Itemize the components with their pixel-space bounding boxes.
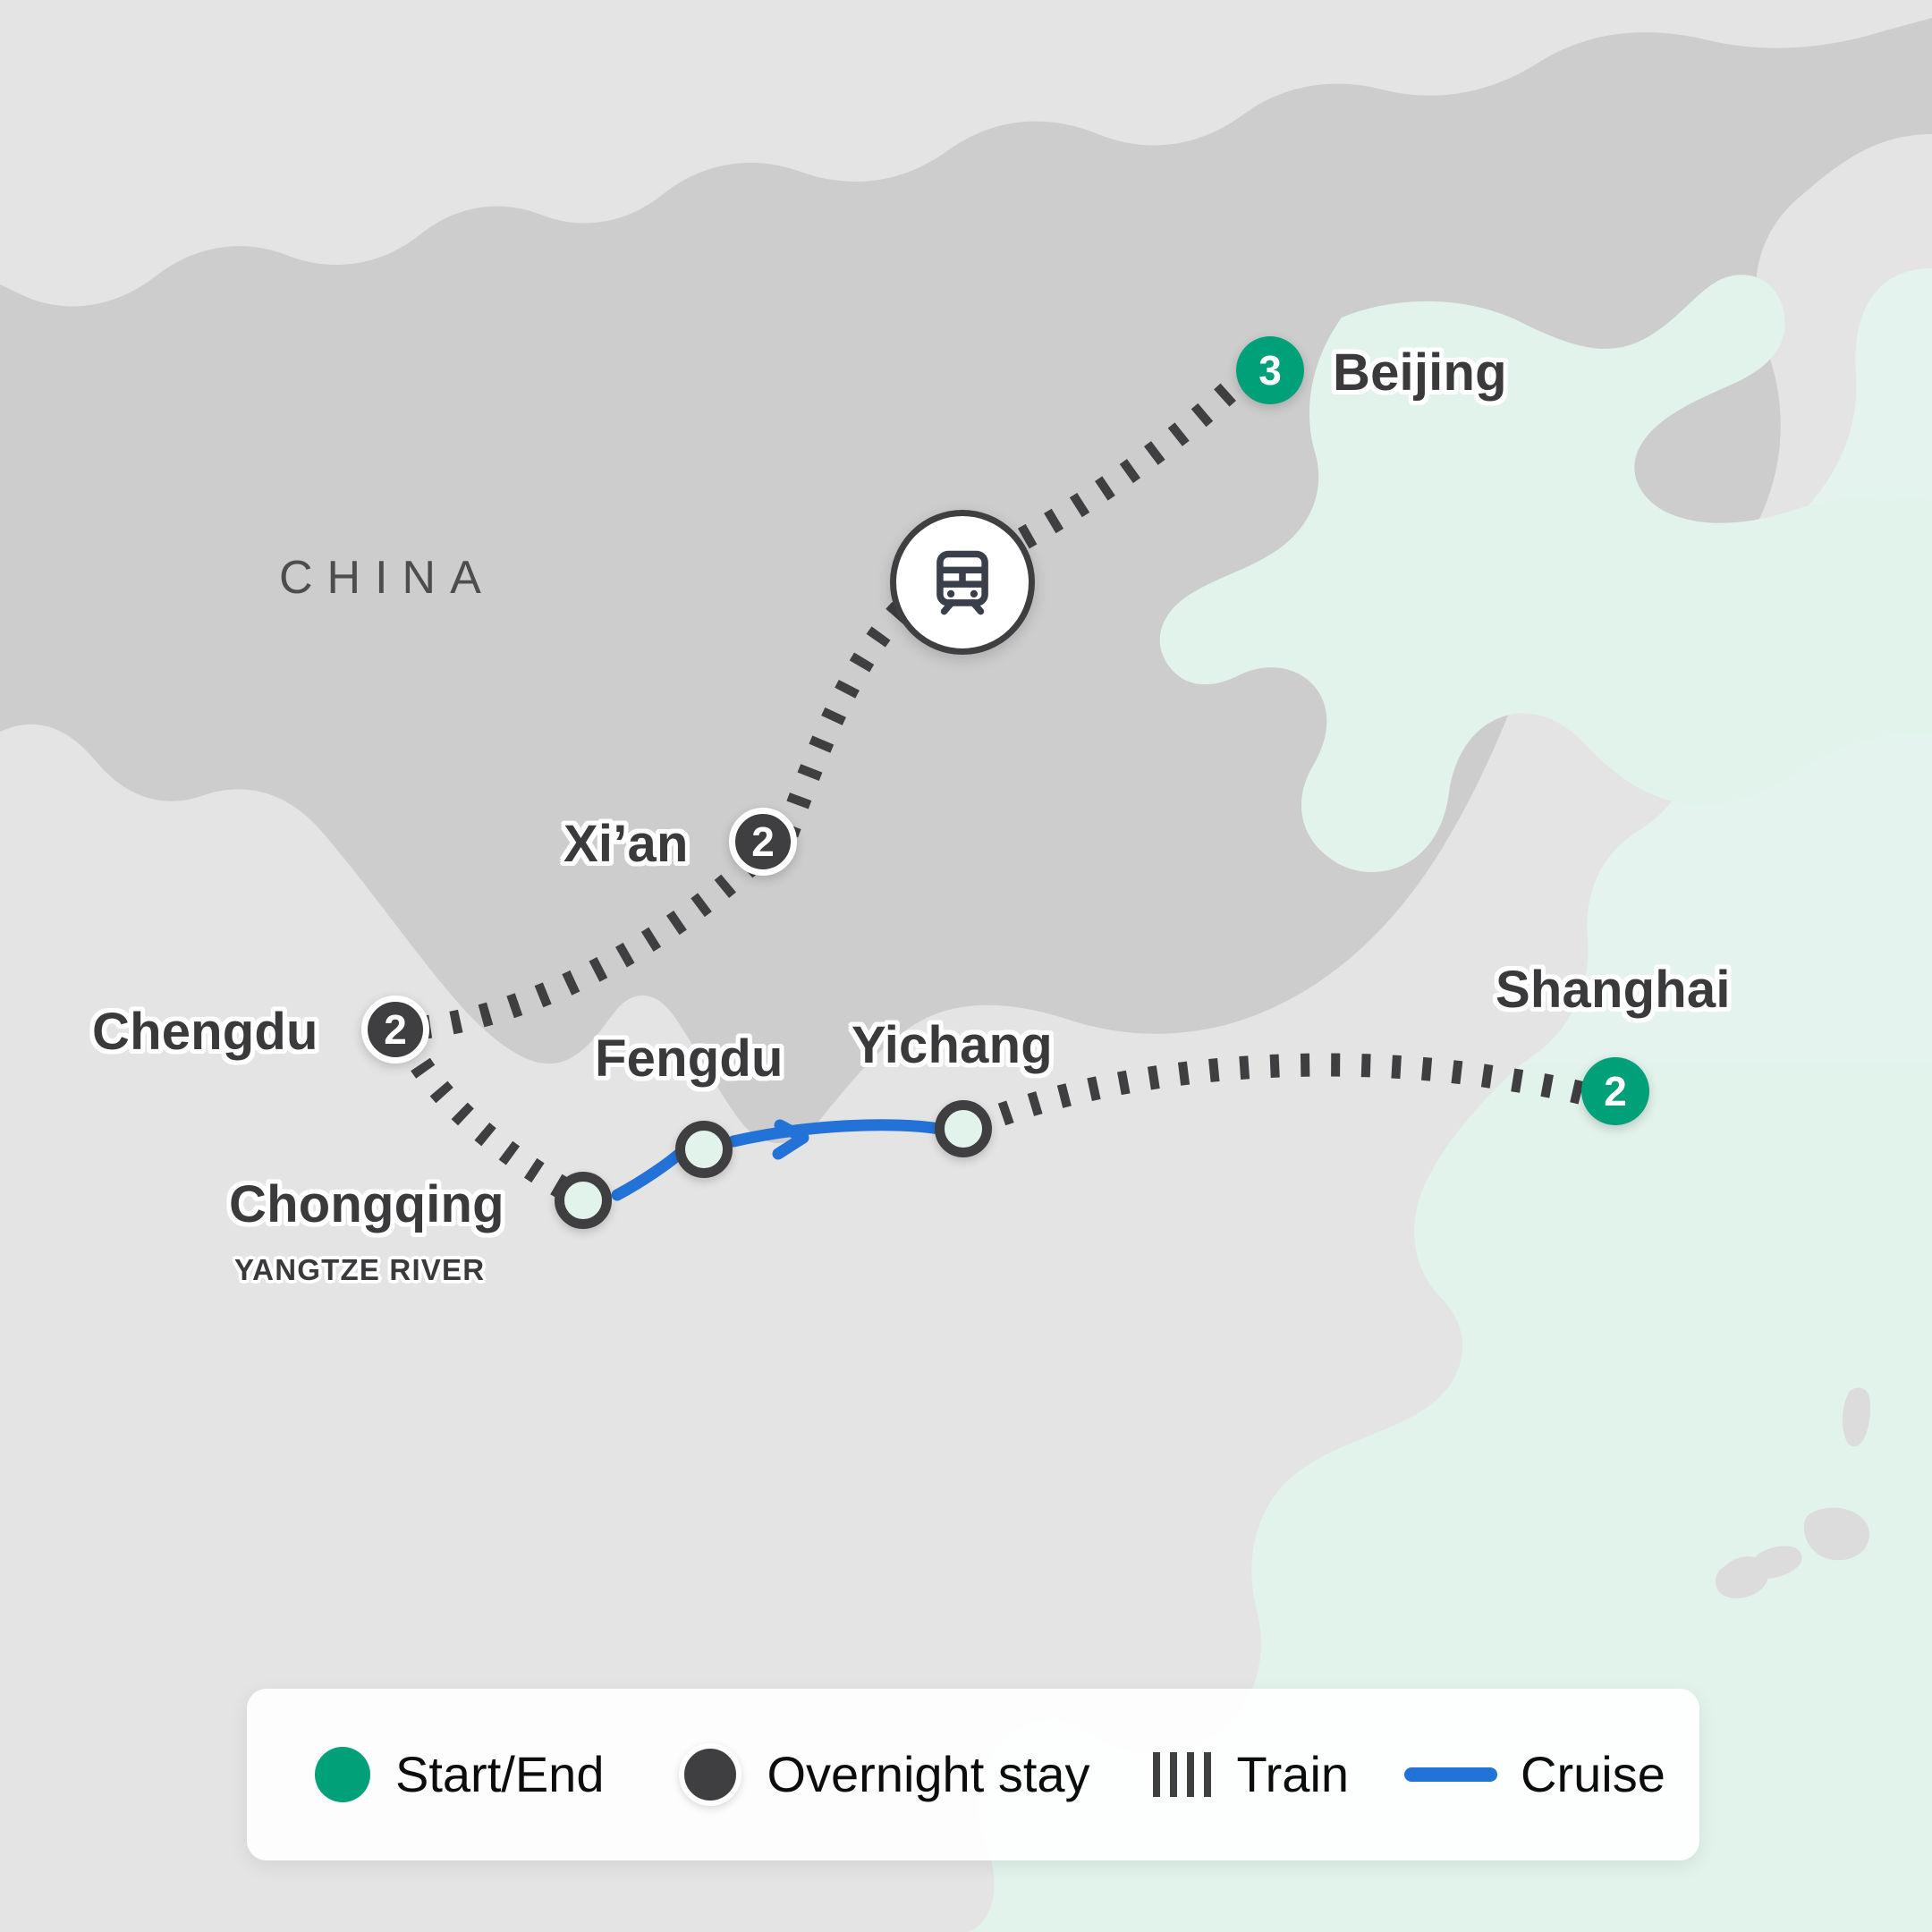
island-small-2 xyxy=(1753,1546,1802,1579)
legend-item-start-end[interactable]: Start/End xyxy=(315,1747,604,1802)
train-mode-badge[interactable] xyxy=(890,510,1035,655)
marker-chengdu-nights: 2 xyxy=(384,1006,407,1053)
legend-label-overnight-stay: Overnight stay xyxy=(767,1746,1090,1802)
city-label-yichang: Yichang xyxy=(852,1016,1053,1074)
marker-xian[interactable]: 2 xyxy=(729,808,797,876)
cruise-direction-arrow-icon xyxy=(772,1119,809,1160)
marker-beijing-nights: 3 xyxy=(1258,347,1282,394)
city-label-xian: Xi’an xyxy=(564,815,689,873)
legend-item-cruise[interactable]: Cruise xyxy=(1404,1750,1665,1800)
city-label-chongqing: Chongqing xyxy=(229,1175,504,1233)
city-label-beijing: Beijing xyxy=(1333,343,1507,402)
cruise-route-chongqing-fengdu xyxy=(611,1146,688,1201)
marker-xian-nights: 2 xyxy=(751,818,775,865)
city-label-chengdu: Chengdu xyxy=(92,1003,318,1061)
city-label-shanghai: Shanghai xyxy=(1496,961,1731,1019)
dashed-line-icon xyxy=(1152,1752,1216,1797)
marker-chengdu[interactable]: 2 xyxy=(361,996,429,1063)
train-route-xian-chengdu xyxy=(386,854,759,1042)
solid-line-icon xyxy=(1404,1767,1498,1782)
cruise-route-fengdu-yichang xyxy=(727,1119,956,1148)
marker-fengdu[interactable] xyxy=(675,1121,733,1178)
marker-shanghai[interactable]: 2 xyxy=(1581,1057,1649,1125)
train-route-chengdu-chongqing xyxy=(411,1057,572,1200)
train-route-yichang-shanghai xyxy=(997,1053,1585,1126)
marker-beijing[interactable]: 3 xyxy=(1236,336,1304,404)
train-route-beijing-xian xyxy=(771,362,1259,850)
country-label-china: CHINA xyxy=(279,552,496,604)
map-legend: Start/End Overnight stay Train Cruise xyxy=(247,1689,1699,1860)
green-circle-icon xyxy=(315,1747,370,1802)
marker-chongqing[interactable] xyxy=(555,1172,612,1229)
island-hainan xyxy=(1803,1507,1869,1561)
legend-label-train: Train xyxy=(1236,1746,1350,1802)
sea-bohai xyxy=(1159,275,1932,873)
city-label-fengdu: Fengdu xyxy=(595,1030,784,1088)
city-sublabel-yangtze-river: YANGTZE RIVER xyxy=(234,1253,486,1286)
legend-item-train[interactable]: Train xyxy=(1152,1746,1350,1802)
legend-label-start-end: Start/End xyxy=(395,1746,605,1802)
dark-circle-icon xyxy=(679,1743,742,1806)
marker-yichang[interactable] xyxy=(935,1100,992,1157)
island-taiwan xyxy=(1842,1387,1871,1447)
train-icon xyxy=(936,550,988,615)
legend-label-cruise: Cruise xyxy=(1521,1746,1665,1802)
marker-shanghai-nights: 2 xyxy=(1604,1068,1627,1114)
legend-item-overnight-stay[interactable]: Overnight stay xyxy=(679,1743,1090,1806)
